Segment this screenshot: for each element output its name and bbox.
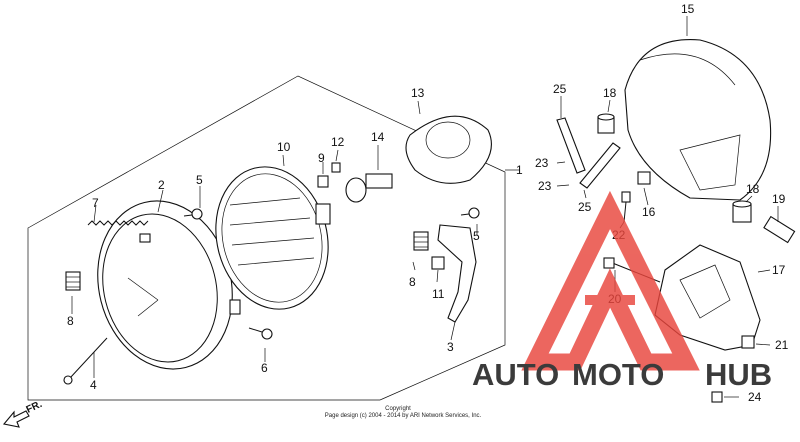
watermark-hub: HUB [705,357,772,392]
callout-6: 6 [261,361,268,375]
callout-23b: 23 [538,179,552,193]
screw-right [460,207,480,219]
callout-labels: 1 2 3 4 5 5 6 7 8 8 9 10 11 12 13 14 15 … [67,2,789,404]
callout-24: 24 [748,390,762,404]
callout-11: 11 [432,287,445,301]
watermark-logo: AUTO MOTO HUB [472,190,772,392]
callout-25a: 25 [553,82,567,96]
callout-18a: 18 [603,86,617,100]
callout-4: 4 [90,378,97,392]
callout-10: 10 [277,140,291,154]
callout-1: 1 [516,163,523,177]
screw-top [183,208,203,220]
callout-19: 19 [772,192,786,206]
callout-18b: 18 [746,182,760,196]
callout-25b: 25 [578,200,592,214]
callout-14: 14 [371,130,385,144]
front-direction-arrow: FR. [2,399,44,428]
assembly-frame [27,75,506,401]
callout-5a: 5 [196,173,203,187]
spring-small-right [413,231,429,251]
spring-small-left [65,271,81,291]
callout-9: 9 [318,151,325,165]
mount-16 [637,171,651,185]
nut-11 [431,256,445,270]
callout-17: 17 [772,263,786,277]
screw-bottom [248,327,273,340]
nut-24 [711,391,723,403]
grommet-lower [732,200,752,223]
copyright-line-2: Page design (c) 2004 - 2014 by ARI Netwo… [325,413,482,419]
callout-8a: 8 [67,314,74,328]
watermark-auto: AUTO [472,357,559,392]
long-screw [63,337,108,385]
nut-12 [331,162,341,173]
headlight-bulb [345,173,393,203]
strap-lower [579,142,621,189]
spring-long [87,220,149,226]
grommet-upper [597,113,615,134]
callout-15: 15 [681,2,695,16]
watermark-moto: MOTO [572,357,664,392]
callout-5b: 5 [473,229,480,243]
nut-21 [741,335,755,349]
strap-upper [556,117,586,174]
callout-23a: 23 [535,156,549,170]
screw-22 [621,191,631,223]
callout-21: 21 [775,338,789,352]
callout-2: 2 [158,178,165,192]
headlight-lens [215,166,331,310]
direction-label: FR. [25,399,44,416]
headlight-case [624,39,772,201]
socket-cover [405,115,492,184]
clip-9 [317,175,329,188]
callout-7: 7 [92,196,99,210]
bracket-3 [437,224,477,323]
callout-8b: 8 [409,275,416,289]
callout-12: 12 [331,135,345,149]
callout-13: 13 [411,86,425,100]
collar-19 [763,215,796,244]
callout-3: 3 [447,340,454,354]
copyright-line-1: Copyright [385,406,411,412]
callout-16: 16 [642,205,656,219]
